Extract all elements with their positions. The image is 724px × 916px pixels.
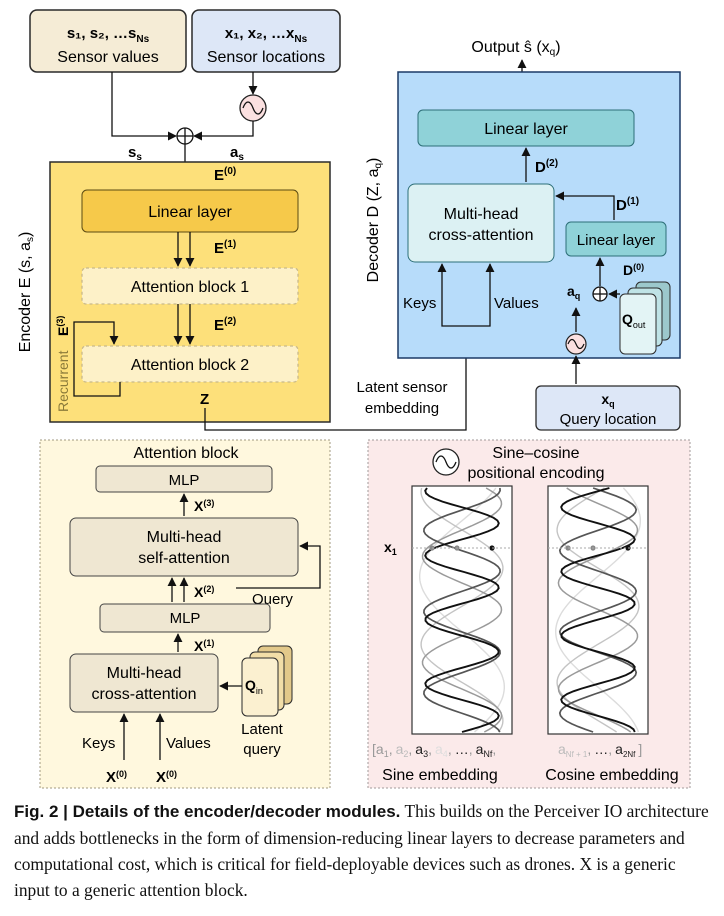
attention-mhca-1: Multi-head	[107, 665, 182, 682]
diagram-canvas: s₁, s₂, …sNs Sensor values x₁, x₂, …xNs …	[17, 9, 691, 789]
x0-left-label: X(0)	[106, 769, 127, 786]
caption-text: This builds on the Perceiver IO architec…	[14, 801, 709, 900]
query-location-eq: xq	[601, 391, 614, 409]
attention-mhca-2: cross-attention	[92, 686, 197, 703]
plus-icon	[176, 127, 194, 145]
encoding-x1-label: x1	[384, 539, 397, 557]
sine-wave-curve	[419, 487, 505, 733]
latent-query-2: query	[243, 741, 281, 758]
latent-label-1: Latent sensor	[357, 379, 448, 396]
figure-caption: Fig. 2 | Details of the encoder/decoder …	[14, 798, 714, 903]
latent-label-2: embedding	[365, 400, 439, 417]
d0-label: D(0)	[623, 262, 644, 278]
query-location-box	[535, 385, 681, 431]
sine-wave-curve	[420, 487, 504, 733]
x3-label: X(3)	[194, 498, 214, 514]
recurrent-label: Recurrent	[55, 350, 71, 412]
attention-block-1-label: Attention block 1	[131, 279, 249, 296]
sensor-locations-eq: x₁, x₂, …xNs	[225, 25, 308, 45]
encoding-title-2: positional encoding	[468, 465, 605, 482]
attention-mhsa-1: Multi-head	[147, 529, 222, 546]
sensor-locations-label: Sensor locations	[207, 49, 325, 66]
sine-encoding-icon	[239, 94, 267, 122]
attention-values-label: Values	[166, 735, 211, 752]
attention-block-2	[81, 345, 299, 383]
q-out-label: Qout	[622, 311, 646, 330]
latent-query-1: Latent	[241, 721, 284, 738]
decoder-values-label: Values	[494, 295, 539, 312]
sensor-values-label: Sensor values	[57, 49, 158, 66]
e3-label: E(3)	[55, 316, 71, 336]
as-label: as	[230, 144, 244, 163]
d2-label: D(2)	[535, 158, 558, 176]
attention-block-2-label: Attention block 2	[131, 357, 249, 374]
sine-plot-frame	[411, 485, 513, 735]
attention-mhca-box	[69, 653, 219, 713]
decoder-linear-layer-small-label: Linear layer	[577, 232, 655, 249]
q-in-label: Qin	[245, 677, 263, 696]
encoding-sine-icon	[432, 448, 460, 476]
query-sine-icon	[565, 333, 587, 355]
e1-label: E(1)	[214, 239, 236, 257]
attention-mlp-top-label: MLP	[169, 472, 200, 489]
decoder-output-label: Output ŝ (xq)	[471, 39, 560, 58]
sine-wave-curve	[424, 487, 500, 733]
decoder-side-label: Decoder D (Z, aq)	[365, 158, 384, 283]
caption-fig-label: Fig. 2 | Details of the encoder/decoder …	[14, 802, 401, 821]
cosine-wave-curve	[557, 487, 639, 733]
decoder-linear-layer-small	[565, 221, 667, 257]
decoder-mha-2: cross-attention	[429, 227, 534, 244]
decoder-keys-label: Keys	[403, 295, 436, 312]
decoder-mha-1: Multi-head	[444, 206, 519, 223]
encoding-title-1: Sine–cosine	[492, 445, 579, 462]
d1-label: D(1)	[616, 196, 639, 214]
attention-mhsa-box	[69, 517, 299, 577]
sensor-values-box	[29, 9, 187, 73]
x2-label: X(2)	[194, 584, 214, 600]
q-out-stack	[619, 281, 671, 355]
sensor-locations-box	[191, 9, 341, 73]
sine-embedding-label: Sine embedding	[382, 767, 498, 784]
aq-label: aq	[567, 283, 580, 301]
decoder-linear-layer-top-label: Linear layer	[484, 121, 568, 138]
cosine-sequence: aNf + 1,…,a2Nf]	[558, 741, 642, 759]
sine-waves	[419, 487, 505, 733]
decoder-plus-icon	[592, 286, 608, 302]
attention-mlp-mid-label: MLP	[170, 610, 201, 627]
sine-sequence: [a1,a2,a3,a4,…,aNf,	[372, 741, 496, 759]
attention-mlp-mid	[99, 603, 271, 633]
encoder-side-label: Encoder E (s, as)	[17, 232, 36, 353]
decoder-linear-layer-top	[417, 109, 635, 147]
z-label: Z	[200, 391, 209, 408]
cosine-wave-curve	[560, 487, 636, 733]
e2-label: E(2)	[214, 316, 236, 334]
cosine-embedding-label: Cosine embedding	[545, 767, 678, 784]
sine-wave-curve	[423, 487, 501, 733]
ss-label: ss	[128, 144, 142, 163]
attention-block-1	[81, 267, 299, 305]
sine-wave-curve	[421, 487, 503, 733]
x0-right-label: X(0)	[156, 769, 177, 786]
attention-mhsa-2: self-attention	[138, 550, 230, 567]
cosine-wave-curve	[556, 487, 640, 733]
sensor-values-eq: s₁, s₂, …sNs	[67, 25, 150, 45]
decoder-mha-box	[407, 183, 555, 263]
attention-mlp-top	[95, 465, 273, 493]
e0-label: E(0)	[214, 166, 236, 184]
q-in-stack	[241, 645, 293, 717]
attention-block-title: Attention block	[134, 445, 240, 462]
x1-label: X(1)	[194, 638, 214, 654]
cosine-wave-curve	[558, 487, 638, 733]
query-location-label: Query location	[560, 411, 657, 428]
encoder-linear-layer-label: Linear layer	[148, 204, 232, 221]
attention-keys-label: Keys	[82, 735, 115, 752]
